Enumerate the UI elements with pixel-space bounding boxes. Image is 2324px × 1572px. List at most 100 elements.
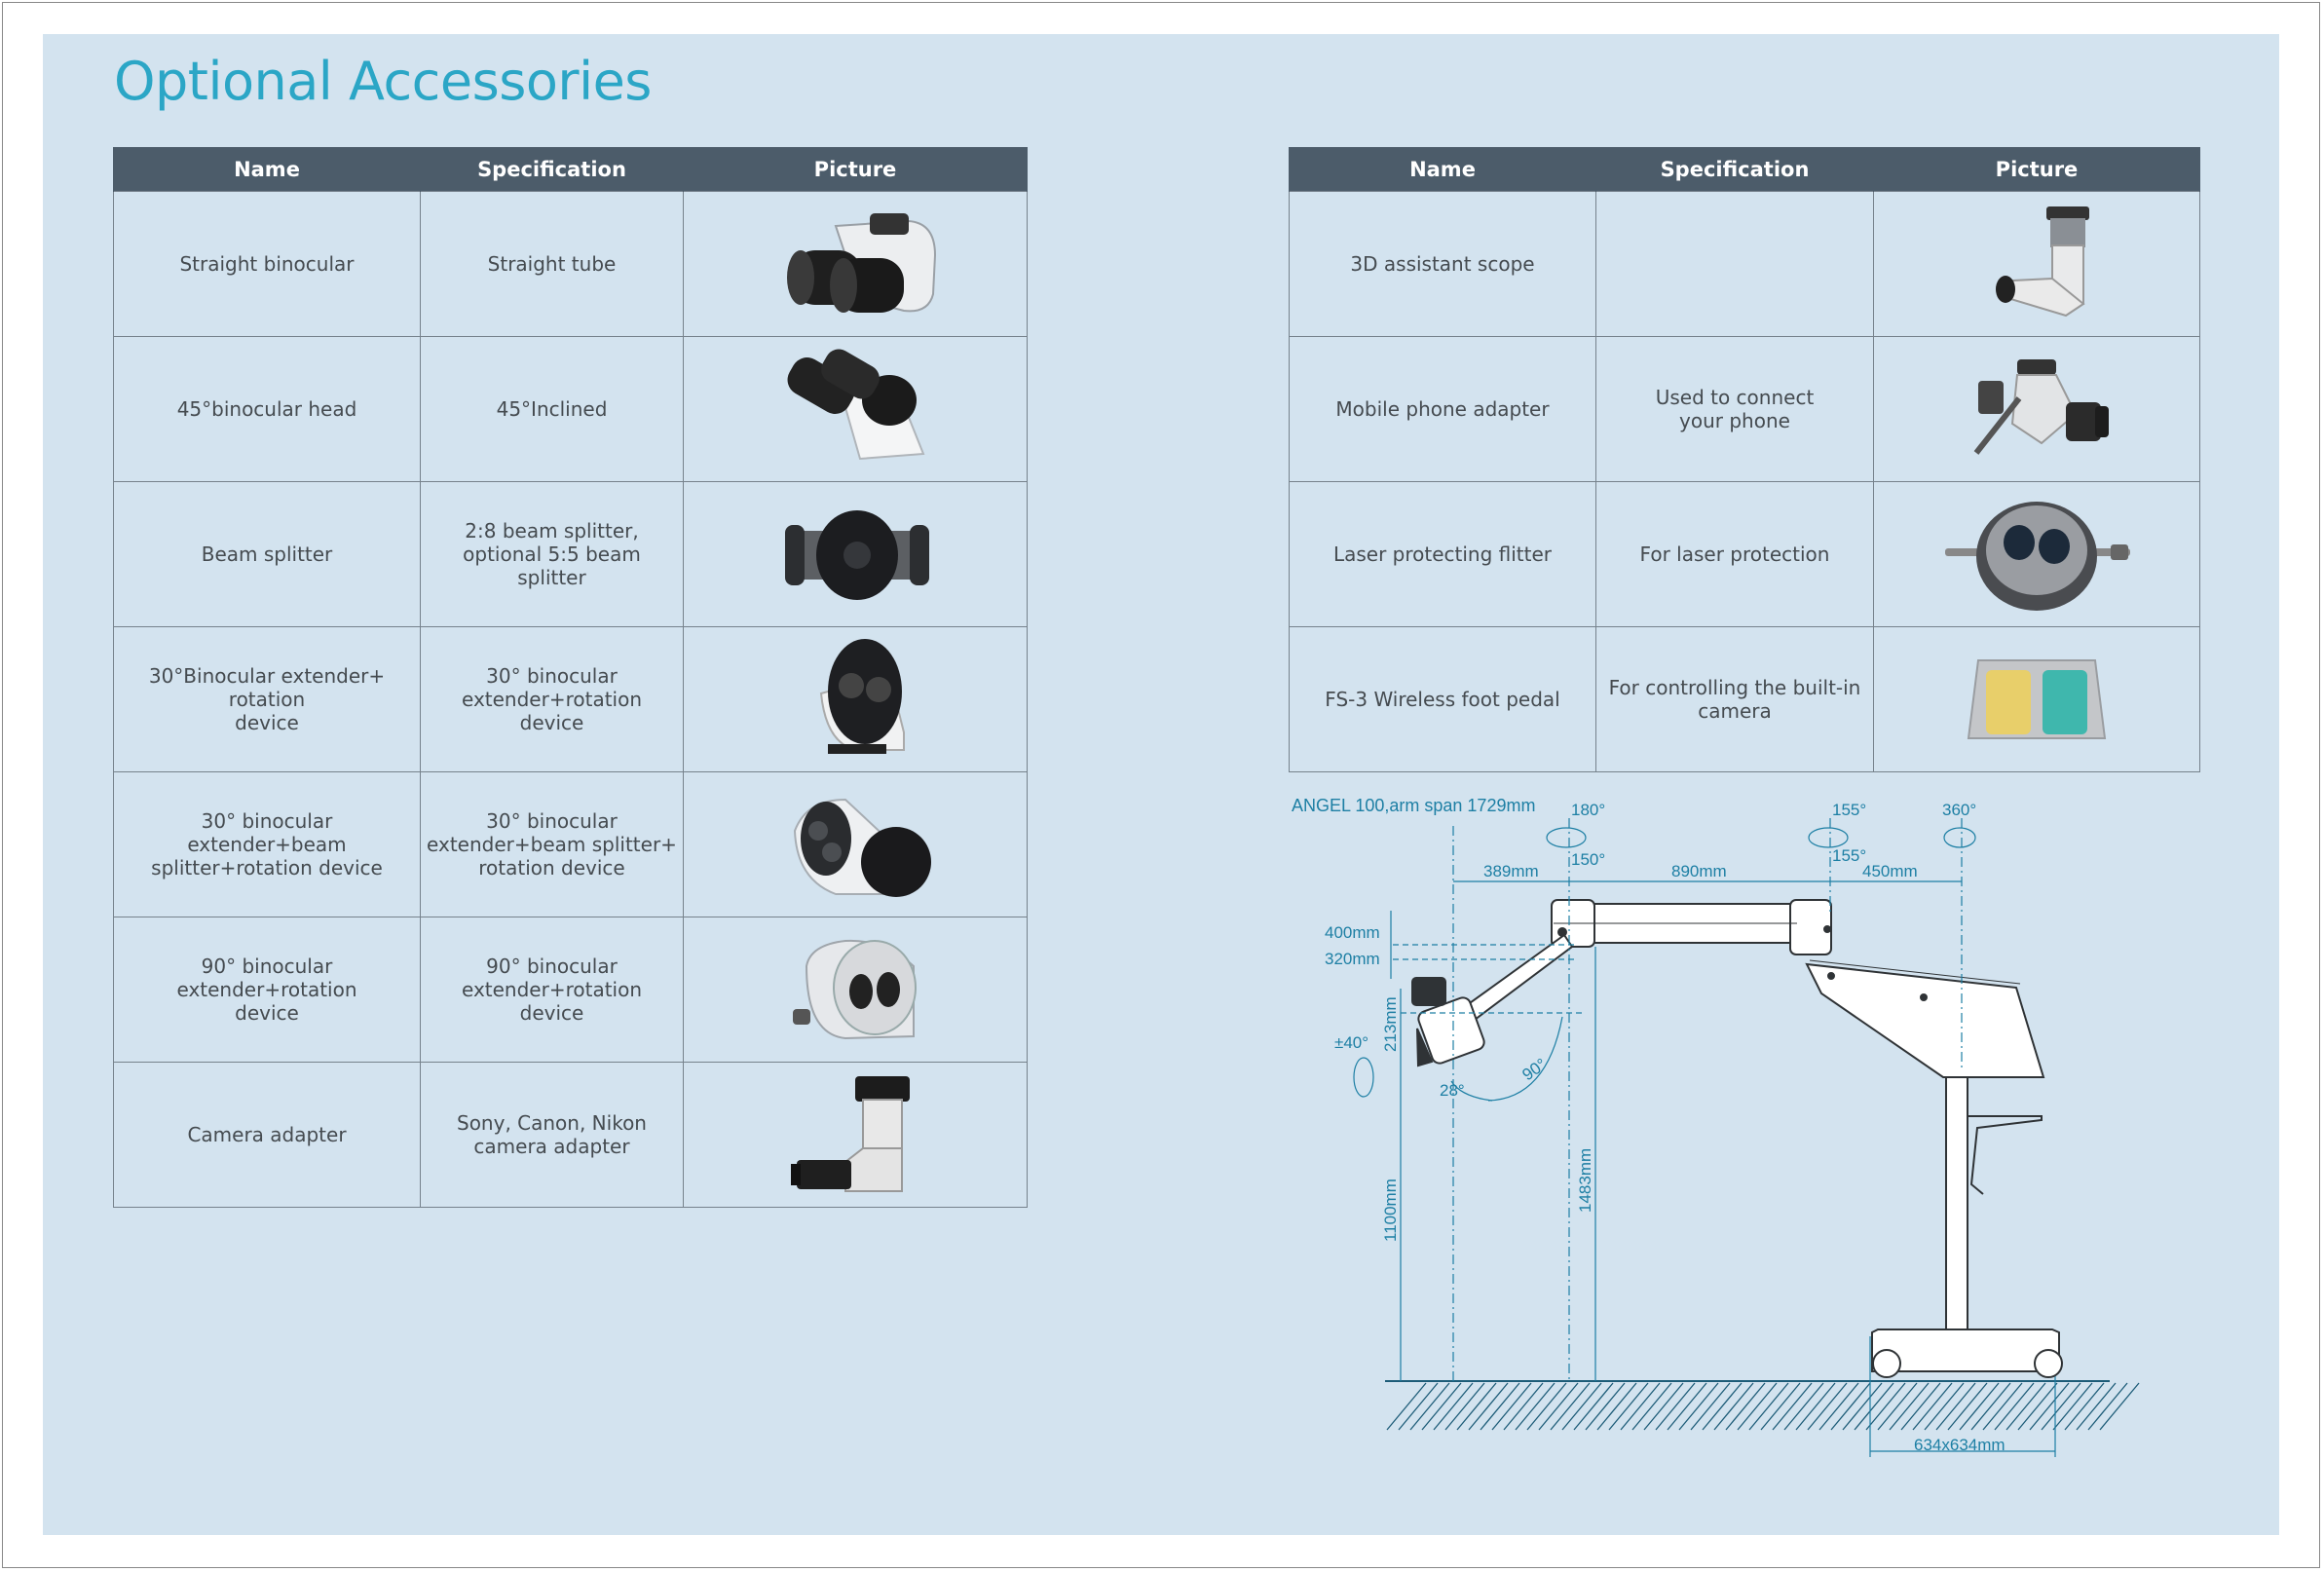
straight-binocular-icon <box>787 213 937 313</box>
picture-cell <box>683 626 1028 772</box>
hatch-line <box>1515 1382 1556 1431</box>
accessory-name: FS-3 Wireless foot pedal <box>1325 688 1560 711</box>
hatch-line <box>1795 1382 1836 1431</box>
picture-cell <box>683 336 1028 482</box>
dim-450-label: 450mm <box>1862 862 1918 880</box>
picture-cell <box>683 191 1028 337</box>
ground-hatching <box>1385 1380 2140 1431</box>
hatch-line <box>1854 1382 1894 1431</box>
angle-40-label: ±40° <box>1334 1033 1368 1052</box>
hatch-line <box>1807 1382 1848 1431</box>
hatch-line <box>1830 1382 1871 1431</box>
accessory-name: Laser protecting flitter <box>1332 543 1553 566</box>
hatch-line <box>1889 1382 1930 1431</box>
extender-beam-splitter-icon <box>793 798 931 897</box>
picture-cell <box>1873 336 2200 482</box>
hatch-line <box>1398 1382 1439 1431</box>
hatch-line <box>1842 1382 1883 1431</box>
picture-cell <box>683 1062 1028 1208</box>
table-row: FS-3 Wireless foot pedal For controlling… <box>1289 626 2200 772</box>
accessory-name: 45°binocular head <box>176 397 357 421</box>
hatch-line <box>2041 1382 2081 1431</box>
header-name: Name <box>1289 147 1596 192</box>
base-dimension: 634x634mm <box>1869 1336 2056 1457</box>
picture-cell <box>683 771 1028 917</box>
name-cell: 3D assistant scope <box>1289 191 1596 337</box>
microscope-stand <box>1411 899 2063 1378</box>
angle-155-bottom-label: 155° <box>1832 846 1866 865</box>
microscope-dimension-diagram: ANGEL 100,arm span 1729mm 634x634mm <box>1292 796 2140 1457</box>
hatch-line <box>2052 1382 2093 1431</box>
angle-180-label: 180° <box>1571 801 1605 819</box>
angle-28-label: 28° <box>1440 1081 1465 1100</box>
spec-cell: 45°Inclined <box>420 336 684 482</box>
hatch-line <box>1772 1382 1813 1431</box>
hatch-line <box>1643 1382 1684 1431</box>
hatch-line <box>1433 1382 1474 1431</box>
hatch-line <box>1702 1382 1743 1431</box>
name-cell: Camera adapter <box>113 1062 421 1208</box>
camera-adapter-icon <box>791 1076 910 1192</box>
accessory-name: Mobile phone adapter <box>1335 397 1550 421</box>
page-title: Optional Accessories <box>114 51 652 112</box>
picture-cell <box>683 917 1028 1063</box>
picture-cell <box>1873 626 2200 772</box>
accessory-spec: For laser protection <box>1639 543 1830 566</box>
hatch-line <box>1596 1382 1637 1431</box>
table-row: 3D assistant scope <box>1289 191 2200 337</box>
hatch-line <box>1480 1382 1520 1431</box>
dim-213-label: 213mm <box>1381 996 1400 1052</box>
dim-890-label: 890mm <box>1671 862 1727 880</box>
laser-filter-icon <box>1945 502 2130 611</box>
table-header-row: Name Specification Picture <box>1289 147 2200 192</box>
hatch-line <box>1725 1382 1766 1431</box>
name-cell: Straight binocular <box>113 191 421 337</box>
dim-320-label: 320mm <box>1325 950 1380 968</box>
table-header-row: Name Specification Picture <box>113 147 1028 192</box>
hatch-line <box>1620 1382 1661 1431</box>
spec-cell: For laser protection <box>1595 481 1874 627</box>
angle-155-top-label: 155° <box>1832 801 1866 819</box>
header-name: Name <box>113 147 421 192</box>
hatch-line <box>1456 1382 1497 1431</box>
accessory-name: Camera adapter <box>187 1123 347 1146</box>
hatch-line <box>1924 1382 1965 1431</box>
hatch-line <box>1421 1382 1462 1431</box>
hatch-line <box>1503 1382 1544 1431</box>
hatch-line <box>1935 1382 1976 1431</box>
hatch-line <box>1959 1382 2000 1431</box>
hatch-line <box>1538 1382 1579 1431</box>
dim-400-label: 400mm <box>1325 923 1380 942</box>
inclined-binocular-icon <box>787 349 925 461</box>
picture-cell <box>1873 191 2200 337</box>
hatch-line <box>2087 1382 2128 1431</box>
name-cell: Laser protecting flitter <box>1289 481 1596 627</box>
hatch-line <box>1655 1382 1696 1431</box>
hatch-line <box>2005 1382 2046 1431</box>
hatch-line <box>1982 1382 2023 1431</box>
binocular-extender-icon <box>819 639 905 754</box>
hatch-line <box>1748 1382 1789 1431</box>
hatch-line <box>1550 1382 1591 1431</box>
accessory-name: Beam splitter <box>201 543 333 566</box>
hatch-line <box>1444 1382 1485 1431</box>
hatch-line <box>1877 1382 1918 1431</box>
table-row: Laser protecting flitter For laser prote… <box>1289 481 2200 627</box>
hatch-line <box>1409 1382 1450 1431</box>
hatch-line <box>1690 1382 1731 1431</box>
angle-90-label: 90° <box>1518 1055 1550 1084</box>
picture-cell <box>683 481 1028 627</box>
header-specification: Specification <box>420 147 684 192</box>
